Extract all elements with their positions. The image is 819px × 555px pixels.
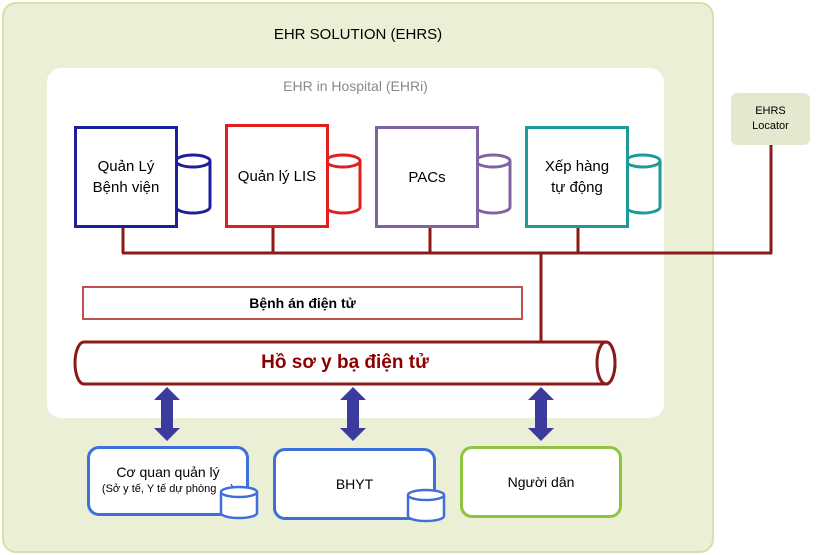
connector-lines (121, 145, 773, 342)
locator-label: EHRS (755, 105, 786, 117)
db-icon (219, 485, 259, 520)
module-label: tự động (551, 179, 603, 196)
module-queue: Xếp hàng tự động (525, 126, 629, 228)
locator-label: Locator (752, 120, 789, 132)
module-label: Xếp hàng (544, 158, 610, 175)
module-label: PACs (408, 168, 446, 186)
double-arrow-icon (340, 387, 366, 441)
ehr-record-cylinder (73, 340, 617, 386)
ehr-record-label: Hồ sơ y bạ điện tử (261, 352, 429, 373)
module-hospital-management: Quản Lý Bệnh viện (74, 126, 178, 228)
management-agency-box: Cơ quan quản lý (Sở y tế, Y tế dự phòng … (87, 446, 249, 516)
module-label: Bệnh viện (92, 179, 160, 196)
ehrs-locator: EHRS Locator (731, 93, 810, 145)
electronic-medical-record-bar: Bệnh án điện tử (82, 286, 523, 320)
ehrs-title: EHR SOLUTION (EHRS) (273, 26, 443, 43)
agency-title: Cơ quan quản lý (116, 463, 220, 480)
ba-label: Bệnh án điện tử (249, 295, 356, 311)
module-label: Quản lý LIS (237, 167, 317, 185)
module-lis: Quản lý LIS (225, 124, 329, 228)
citizen-box: Người dân (460, 446, 622, 518)
citizen-label: Người dân (507, 474, 575, 490)
db-icon (406, 488, 446, 523)
ehri-title: EHR in Hospital (EHRi) (283, 78, 428, 94)
module-pacs: PACs (375, 126, 479, 228)
double-arrow-icon (528, 387, 554, 441)
double-arrow-icon (154, 387, 180, 441)
bhyt-label: BHYT (335, 476, 374, 492)
agency-subtitle: (Sở y tế, Y tế dự phòng …) (101, 482, 235, 495)
module-label: Quản Lý (97, 158, 155, 175)
